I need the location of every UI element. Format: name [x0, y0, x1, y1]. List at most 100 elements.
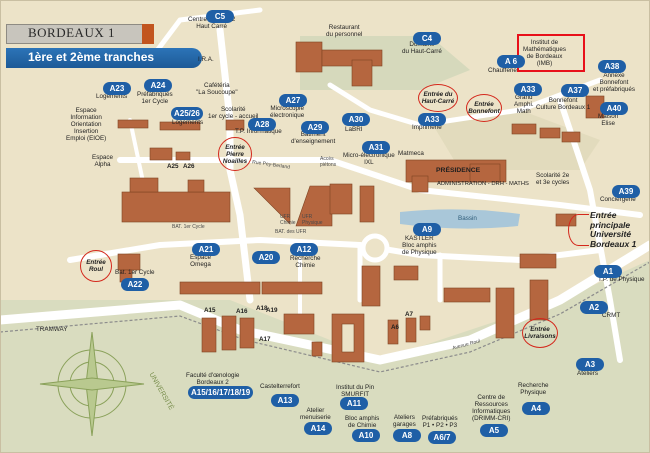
badge-a9[interactable]: A9 — [413, 223, 441, 236]
label-tramway: TRAMWAY — [36, 326, 68, 333]
label-grand-amphi: Grand Amphi. Math — [514, 94, 534, 115]
badge-a29[interactable]: A29 — [301, 121, 329, 134]
label-centre-ressources: Centre de Ressources Informatiques (DRIM… — [472, 394, 511, 422]
entrance-haut-carre[interactable]: Entrée du Haut-Carré — [418, 84, 458, 112]
label-a17: A17 — [259, 336, 271, 343]
label-acces-pietons: Accès piétons — [320, 156, 337, 168]
page-subtitle: 1ère et 2ème tranches — [28, 50, 155, 64]
label-conciergerie: Conciergerie — [600, 196, 636, 203]
badge-a14[interactable]: A14 — [304, 422, 332, 435]
badge-a2[interactable]: A2 — [580, 301, 608, 314]
badge-a1[interactable]: A1 — [594, 265, 622, 278]
label-castelterrefort: Castelterrefort — [260, 383, 300, 390]
badge-a30[interactable]: A30 — [342, 113, 370, 126]
entrance-principale[interactable]: Entrée principale Université Bordeaux 1 — [590, 210, 637, 249]
highlight-imb — [517, 34, 585, 72]
badge-a5[interactable]: A5 — [480, 424, 508, 437]
badge-a20[interactable]: A20 — [252, 251, 280, 264]
label-crmt: CRMT — [602, 312, 621, 319]
label-restaurant: Restaurant du personnel — [326, 24, 363, 38]
header-title-bar — [6, 24, 143, 44]
badge-a33-imprimerie[interactable]: A33 — [418, 113, 446, 126]
entrance-roul[interactable]: Entrée Roul — [80, 250, 112, 282]
badge-a12[interactable]: A12 — [290, 243, 318, 256]
label-bat-ufr: BAT. des UFR — [275, 229, 307, 235]
badge-a6-7[interactable]: A6/7 — [428, 431, 456, 444]
badge-a25-26[interactable]: A25/26 — [171, 107, 203, 120]
label-scolarite-23: Scolarité 2e et 3e cycles — [536, 172, 570, 186]
badge-a23[interactable]: A23 — [103, 82, 131, 95]
label-espace-omega: Espace Omega — [190, 254, 212, 268]
label-a26: A26 — [183, 163, 195, 170]
label-ira: I.R.A. — [198, 56, 214, 63]
badge-a27[interactable]: A27 — [279, 94, 307, 107]
label-bloc-chimie: Bloc amphis de Chimie — [345, 415, 380, 429]
badge-a6-chaufferie[interactable]: A 6 — [497, 55, 525, 68]
label-a25: A25 — [167, 163, 179, 170]
badge-a11[interactable]: A11 — [340, 397, 368, 410]
badge-a15-19[interactable]: A15/16/17/18/19 — [188, 386, 254, 399]
label-batiment-ens: Bâtiment d'enseignement — [291, 131, 336, 145]
entrance-pierre-noailles[interactable]: Entrée Pierre Noailles — [218, 137, 252, 171]
badge-a10[interactable]: A10 — [352, 429, 380, 442]
label-maison-elise: Maison Elise — [598, 113, 619, 127]
label-bonnefont: Bonnefont Culture Bordeaux 1 — [536, 97, 591, 111]
badge-a8[interactable]: A8 — [393, 429, 421, 442]
label-a16: A16 — [236, 308, 248, 315]
label-administration: ADMINISTRATION - DRH - MATHS — [437, 181, 529, 187]
entrance-principale-marker — [568, 214, 589, 246]
badge-a24[interactable]: A24 — [144, 79, 172, 92]
label-kastler: KASTLER Bloc amphis de Physique — [402, 235, 437, 256]
badge-c4[interactable]: C4 — [413, 32, 441, 45]
label-bat-1er-cycle: Bat. 1er Cycle — [115, 269, 155, 276]
entrance-livraisons[interactable]: Entrée Livraisons — [522, 318, 558, 348]
badge-a3[interactable]: A3 — [576, 358, 604, 371]
entrance-bonnefont[interactable]: Entrée Bonnefont — [466, 94, 502, 122]
label-a18: A18 — [256, 305, 268, 312]
label-tp-info: T.P. Informatique — [235, 128, 282, 135]
label-ateliers: Ateliers — [577, 370, 598, 377]
label-cafeteria: Cafétéria "La Soucoupe" — [196, 82, 238, 96]
label-prefabriques: Préfabriqués 1er Cycle — [137, 91, 173, 105]
badge-a13[interactable]: A13 — [271, 394, 299, 407]
badge-a21[interactable]: A21 — [192, 243, 220, 256]
header-subtitle-bar: 1ère et 2ème tranches — [6, 48, 202, 68]
label-presidence: PRÉSIDENCE — [436, 167, 481, 174]
label-imprimerie: Imprimerie — [412, 124, 442, 131]
badge-a28[interactable]: A28 — [248, 118, 276, 131]
label-a7: A7 — [405, 311, 414, 318]
label-matmeca: Matmeca — [398, 150, 424, 157]
badge-a37[interactable]: A37 — [561, 84, 589, 97]
label-recherche-physique: Recherche Physique — [518, 382, 549, 396]
label-micro-elec: Micro-électronique IXL — [343, 152, 395, 166]
label-prefabriques-p: Préfabriqués P1 • P2 • P3 — [422, 415, 458, 429]
label-logements-1: Logements — [96, 93, 128, 100]
badge-a40[interactable]: A40 — [600, 102, 628, 115]
badge-a39[interactable]: A39 — [612, 185, 640, 198]
badge-c5[interactable]: C5 — [206, 10, 234, 23]
badge-a31[interactable]: A31 — [362, 141, 390, 154]
label-tp-physique: T.P. de Physique — [598, 276, 645, 283]
badge-a33-math[interactable]: A33 — [514, 83, 542, 96]
label-espace-info: Espace Information Orientation Insertion… — [66, 107, 107, 142]
label-microscopie: Microscopie électronique — [270, 105, 305, 119]
badge-a22[interactable]: A22 — [121, 278, 149, 291]
label-annexe: Annexe Bonnefont et préfabriqués — [593, 72, 636, 93]
label-imb: Institut de Mathématiques de Bordeaux (I… — [523, 39, 567, 67]
label-ateliers-garages: Ateliers garages — [393, 414, 416, 428]
label-atelier-menuiserie: Atelier menuiserie — [300, 407, 331, 421]
label-scolarite-1: Scolarité 1er cycle - accueil — [208, 106, 259, 120]
label-ufr-chimie: UFR Chimie — [280, 214, 296, 226]
header-accent — [142, 24, 154, 44]
badge-a4[interactable]: A4 — [522, 402, 550, 415]
label-ufr-physique: UFR Physique — [302, 214, 323, 226]
label-institut-pin: Institut du Pin SMURFIT — [336, 384, 375, 398]
badge-a38[interactable]: A38 — [598, 60, 626, 73]
label-espace-alpha: Espace Alpha — [92, 154, 114, 168]
label-chaufferie: Chaufferie — [488, 67, 517, 74]
label-faculte-oenologie: Faculté d'œnologie Bordeaux 2 — [186, 372, 240, 386]
label-logements-2: Logements — [172, 119, 204, 126]
page-title: BORDEAUX 1 — [28, 25, 115, 40]
label-bassin: Bassin — [458, 215, 477, 222]
